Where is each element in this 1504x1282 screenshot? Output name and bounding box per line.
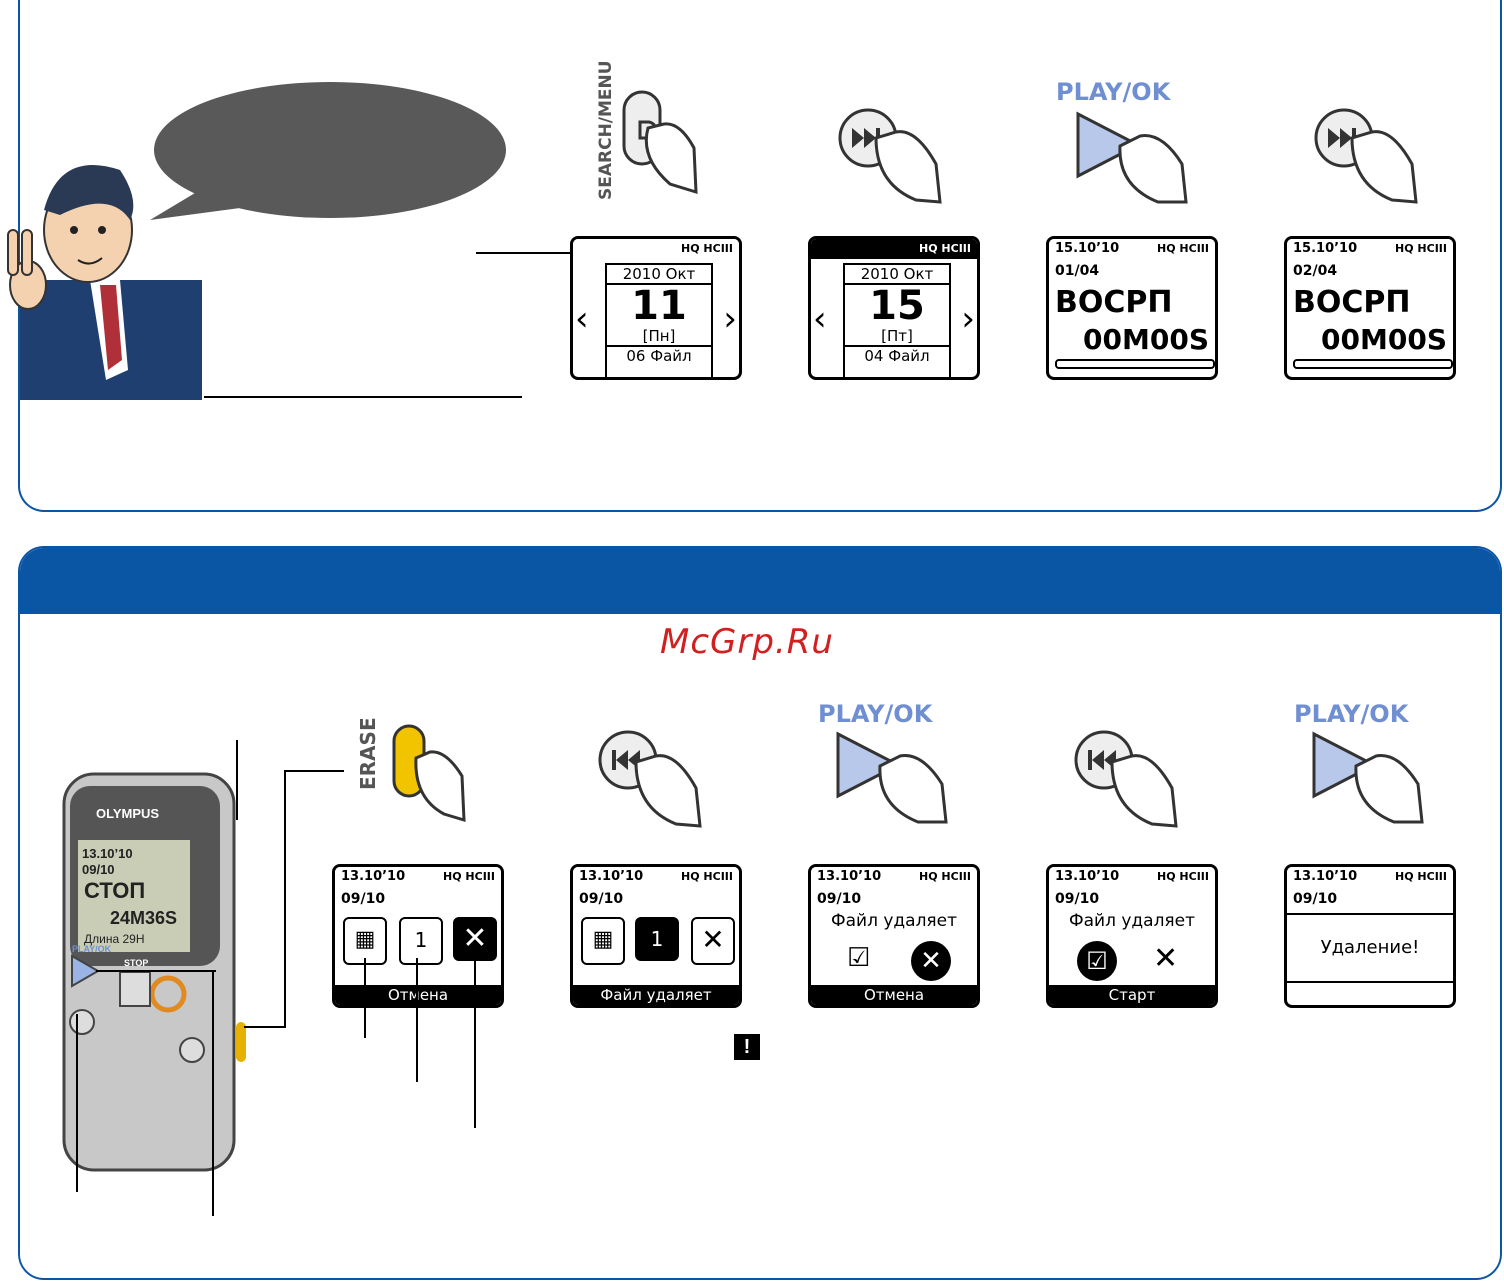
device-play-ok-label: PLAY/OK — [72, 944, 112, 954]
chevron-left-icon: ‹ — [813, 299, 827, 339]
voice-recorder-device — [62, 772, 246, 1172]
divider-line — [204, 396, 522, 398]
check-circle-icon: ☑ — [1077, 941, 1117, 981]
play-ok-button-2[interactable] — [1310, 730, 1430, 826]
previous-button-2[interactable] — [1072, 728, 1182, 828]
device-track: 09/10 — [82, 862, 115, 877]
callout-line — [76, 1014, 78, 1192]
play-ok-button[interactable] — [1074, 110, 1194, 206]
calendar-screen-2: HQ HCIII 2010 Окт 15 [Пт] 04 Файл ‹ › — [808, 236, 980, 380]
chevron-right-icon: › — [723, 299, 737, 339]
cancel-icon: ✕ — [691, 917, 735, 965]
one-file-icon: 1 — [399, 917, 443, 965]
search-menu-label: SEARCH/MENU — [596, 60, 616, 200]
previous-button-1[interactable] — [596, 728, 706, 828]
play-ok-label-1: PLAY/OK — [818, 700, 933, 728]
device-length: Длина 29H — [84, 932, 145, 946]
exclamation-icon: ! — [734, 1034, 760, 1060]
callout-line — [96, 970, 216, 972]
device-mode: СТОП — [84, 878, 146, 903]
brand-label: OLYMPUS — [96, 806, 160, 821]
all-files-icon: ▦ — [581, 917, 625, 965]
calendar-screen-1: HQ HCIII 2010 Окт 11 [Пн] 06 Файл ‹ › — [570, 236, 742, 380]
presenter-illustration — [7, 82, 506, 400]
chevron-left-icon: ‹ — [575, 299, 589, 339]
section-header — [20, 548, 1500, 614]
play-ok-button-1[interactable] — [834, 730, 954, 826]
search-menu-button[interactable] — [620, 88, 710, 202]
callout-line — [474, 958, 476, 1128]
callout-line — [244, 1026, 286, 1028]
callout-line — [284, 770, 286, 1028]
cancel-icon: ✕ — [453, 917, 497, 961]
play-ok-label: PLAY/OK — [1056, 78, 1171, 106]
callout-line — [284, 770, 344, 772]
device-time: 24M36S — [110, 908, 178, 928]
chevron-right-icon: › — [961, 299, 975, 339]
bottom-panel — [18, 546, 1502, 1280]
top-panel — [18, 0, 1502, 512]
callout-line — [476, 252, 636, 254]
one-file-icon: 1 — [635, 917, 679, 961]
callout-line — [236, 740, 238, 820]
erase-label: ERASE — [356, 717, 380, 790]
callout-line — [364, 958, 366, 1038]
device-date: 13.10’10 — [82, 846, 133, 861]
checkbox-icon: ☑ — [847, 943, 871, 973]
callout-line — [416, 958, 418, 1082]
callout-line — [212, 970, 214, 1216]
play-ok-label-2: PLAY/OK — [1294, 700, 1409, 728]
next-button-1[interactable] — [836, 104, 946, 204]
device-stop-label: STOP — [124, 958, 149, 968]
cancel-circle-icon: ✕ — [911, 941, 951, 981]
cancel-icon: ✕ — [1153, 941, 1179, 976]
next-button-2[interactable] — [1312, 104, 1422, 204]
watermark: McGrp.Ru — [660, 622, 834, 662]
erase-button[interactable] — [384, 718, 474, 828]
